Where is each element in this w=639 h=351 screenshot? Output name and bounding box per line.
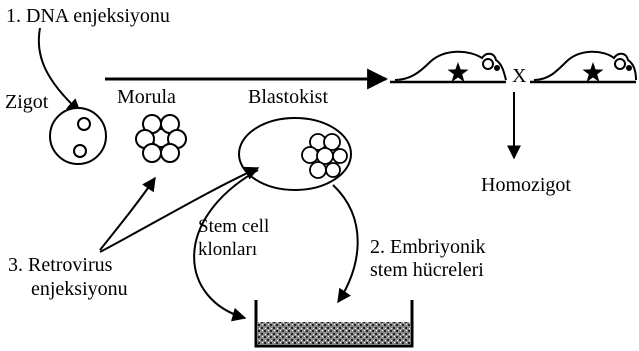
embryonic-stem-cells-label-line2: stem hücreleri xyxy=(370,260,484,280)
zygote-label: Zigot xyxy=(5,92,48,112)
embryonic-stem-cells-label-line1: 2. Embriyonik xyxy=(370,237,486,257)
retrovirus-injection-label-line2: enjeksiyonu xyxy=(31,279,128,299)
retrovirus-to-morula-arrow xyxy=(100,178,155,250)
cross-label: X xyxy=(512,66,526,86)
retrovirus-injection-label-line1: 3. Retrovirus xyxy=(8,255,112,275)
mouse-left-icon xyxy=(390,52,506,82)
morula-cluster xyxy=(136,115,186,162)
homozygote-label: Homozigot xyxy=(481,175,571,195)
blastocyst-cell xyxy=(239,118,351,190)
blastocyst-label: Blastokist xyxy=(248,87,328,107)
stem-cell-clones-label-line1: Stem cell xyxy=(198,217,269,236)
embryonic-stem-cells-arrow xyxy=(333,185,358,302)
mouse-right-icon xyxy=(530,52,636,82)
dna-injection-label: 1. DNA enjeksiyonu xyxy=(6,6,170,26)
morula-label: Morula xyxy=(117,87,176,107)
stem-cell-clones-label-line2: klonları xyxy=(198,240,257,259)
culture-dish xyxy=(256,300,412,346)
zygote-cell xyxy=(50,108,106,164)
